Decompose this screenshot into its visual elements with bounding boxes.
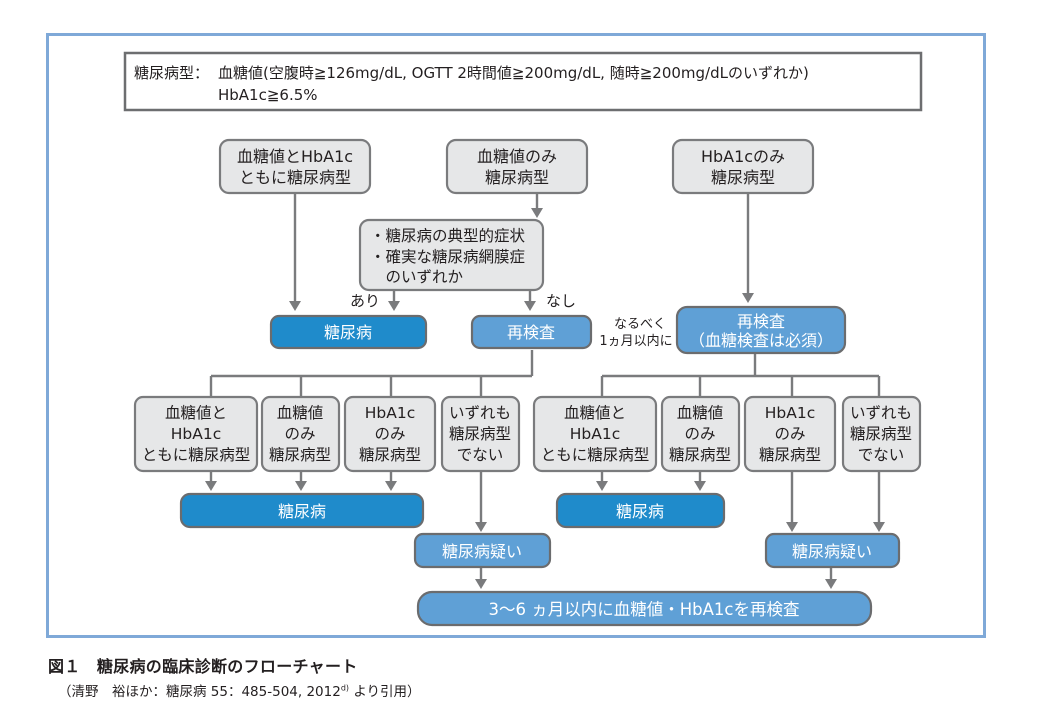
svg-text:HbA1c: HbA1c bbox=[365, 404, 415, 422]
node-right-glucose-only: 血糖値 のみ 糖尿病型 bbox=[660, 395, 741, 473]
node-retest-required: 再検査 （血糖検査は必須） bbox=[675, 305, 847, 355]
node-retest: 再検査 bbox=[470, 314, 593, 350]
node-diabetes-left: 糖尿病 bbox=[179, 492, 425, 529]
svg-text:糖尿病: 糖尿病 bbox=[324, 323, 372, 342]
svg-text:糖尿病型: 糖尿病型 bbox=[669, 446, 731, 464]
svg-text:血糖値とHbA1c: 血糖値とHbA1c bbox=[237, 147, 353, 166]
svg-text:血糖値のみ: 血糖値のみ bbox=[477, 147, 557, 166]
criteria-label: 糖尿病型： bbox=[134, 64, 209, 82]
svg-text:1ヵ月以内に: 1ヵ月以内に bbox=[599, 333, 672, 349]
svg-text:なるべく: なるべく bbox=[614, 317, 666, 332]
svg-text:血糖値: 血糖値 bbox=[277, 404, 324, 422]
node-left-both: 血糖値と HbA1c ともに糖尿病型 bbox=[133, 395, 259, 473]
node-left-neither: いずれも 糖尿病型 でない bbox=[440, 395, 521, 473]
svg-text:のみ: のみ bbox=[374, 425, 405, 443]
criteria-glucose: 血糖値(空腹時≧126mg/dL, OGTT 2時間値≧200mg/dL, 随時… bbox=[218, 64, 809, 82]
svg-text:糖尿病: 糖尿病 bbox=[278, 502, 326, 521]
figure-caption: 図１ 糖尿病の臨床診断のフローチャート bbox=[48, 657, 358, 676]
svg-text:糖尿病型: 糖尿病型 bbox=[850, 425, 912, 443]
svg-text:HbA1cのみ: HbA1cのみ bbox=[701, 147, 785, 166]
svg-text:・糖尿病の典型的症状: ・糖尿病の典型的症状 bbox=[370, 227, 526, 245]
svg-text:HbA1c: HbA1c bbox=[570, 425, 620, 443]
svg-text:糖尿病型: 糖尿病型 bbox=[269, 446, 331, 464]
svg-text:再検査: 再検査 bbox=[507, 323, 555, 342]
svg-text:いずれも: いずれも bbox=[850, 404, 912, 422]
figure-citation: （清野 裕ほか：糖尿病 55：485-504, 2012d) より引用） bbox=[58, 683, 421, 701]
svg-text:ともに糖尿病型: ともに糖尿病型 bbox=[541, 446, 650, 464]
branch-no-label: なし bbox=[546, 292, 576, 310]
svg-text:糖尿病型: 糖尿病型 bbox=[449, 425, 511, 443]
node-right-hba1c-only: HbA1c のみ 糖尿病型 bbox=[743, 395, 837, 473]
node-right-both: 血糖値と HbA1c ともに糖尿病型 bbox=[532, 395, 658, 473]
svg-text:糖尿病: 糖尿病 bbox=[616, 502, 664, 521]
node-symptoms: ・糖尿病の典型的症状 ・確実な糖尿病網膜症 のいずれか bbox=[358, 218, 545, 292]
node-hba1c-only: HbA1cのみ 糖尿病型 bbox=[671, 138, 815, 195]
svg-text:糖尿病型: 糖尿病型 bbox=[711, 168, 775, 187]
svg-text:血糖値: 血糖値 bbox=[677, 404, 724, 422]
node-diabetes-1: 糖尿病 bbox=[269, 314, 428, 350]
node-right-neither: いずれも 糖尿病型 でない bbox=[841, 395, 922, 473]
svg-text:糖尿病疑い: 糖尿病疑い bbox=[792, 542, 872, 561]
svg-text:・確実な糖尿病網膜症: ・確実な糖尿病網膜症 bbox=[370, 248, 525, 266]
connectors bbox=[205, 193, 885, 589]
svg-text:糖尿病型: 糖尿病型 bbox=[359, 446, 421, 464]
svg-text:のみ: のみ bbox=[284, 425, 315, 443]
svg-text:でない: でない bbox=[457, 446, 504, 464]
svg-text:血糖値と: 血糖値と bbox=[165, 404, 227, 422]
svg-text:のいずれか: のいずれか bbox=[370, 268, 463, 286]
citation-ref: d) bbox=[340, 683, 350, 693]
svg-text:のみ: のみ bbox=[684, 425, 715, 443]
svg-text:ともに糖尿病型: ともに糖尿病型 bbox=[239, 168, 351, 187]
criteria-box: 糖尿病型： 血糖値(空腹時≧126mg/dL, OGTT 2時間値≧200mg/… bbox=[123, 51, 923, 112]
node-left-hba1c-only: HbA1c のみ 糖尿病型 bbox=[343, 395, 437, 473]
svg-text:（血糖検査は必須）: （血糖検査は必須） bbox=[689, 331, 833, 350]
svg-text:HbA1c: HbA1c bbox=[171, 425, 221, 443]
svg-text:3〜6 ヵ月以内に血糖値・HbA1cを再検査: 3〜6 ヵ月以内に血糖値・HbA1cを再検査 bbox=[489, 600, 800, 619]
svg-text:糖尿病型: 糖尿病型 bbox=[485, 168, 549, 187]
svg-text:HbA1c: HbA1c bbox=[765, 404, 815, 422]
node-both-diabetic-type: 血糖値とHbA1c ともに糖尿病型 bbox=[218, 138, 372, 195]
svg-text:糖尿病型: 糖尿病型 bbox=[759, 446, 821, 464]
svg-text:再検査: 再検査 bbox=[737, 312, 785, 331]
node-glucose-only: 血糖値のみ 糖尿病型 bbox=[445, 138, 589, 195]
criteria-hba1c: HbA1c≧6.5% bbox=[218, 86, 318, 104]
svg-text:いずれも: いずれも bbox=[449, 404, 511, 422]
node-left-glucose-only: 血糖値 のみ 糖尿病型 bbox=[260, 395, 341, 473]
branch-yes-label: あり bbox=[350, 292, 380, 310]
timing-note: なるべく 1ヵ月以内に bbox=[599, 317, 672, 349]
node-suspected-left: 糖尿病疑い bbox=[413, 532, 552, 569]
svg-text:糖尿病疑い: 糖尿病疑い bbox=[442, 542, 522, 561]
node-final-retest: 3〜6 ヵ月以内に血糖値・HbA1cを再検査 bbox=[416, 590, 873, 627]
svg-text:血糖値と: 血糖値と bbox=[564, 404, 626, 422]
node-diabetes-right: 糖尿病 bbox=[555, 492, 726, 529]
svg-text:のみ: のみ bbox=[774, 425, 805, 443]
svg-text:でない: でない bbox=[858, 446, 905, 464]
node-suspected-right: 糖尿病疑い bbox=[764, 532, 901, 569]
svg-text:ともに糖尿病型: ともに糖尿病型 bbox=[142, 446, 251, 464]
